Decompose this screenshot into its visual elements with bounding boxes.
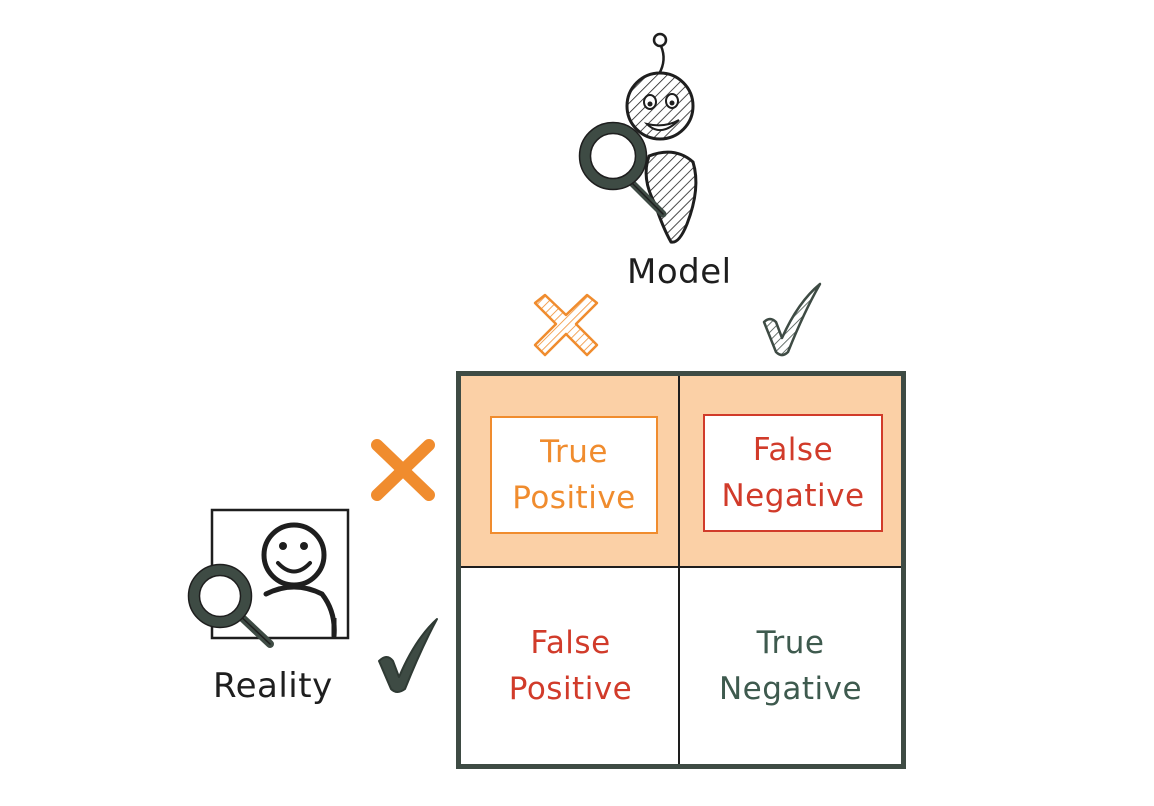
false-positive-line2: Positive [508, 670, 633, 707]
cell-false-positive: False Positive [461, 567, 680, 764]
check-icon [378, 618, 438, 693]
cross-icon [533, 293, 599, 357]
cell-true-positive: True Positive [461, 376, 680, 567]
false-negative-line1: False [752, 432, 834, 468]
model-axis-label: Model [627, 252, 732, 292]
false-positive-line1: False [530, 624, 611, 661]
check-icon [762, 282, 822, 357]
true-positive-line2: Positive [512, 480, 636, 516]
matrix-horizontal-divider [461, 566, 901, 568]
cross-icon [371, 439, 435, 501]
model-robot-icon [578, 32, 698, 244]
false-positive-label: False Positive [509, 620, 633, 712]
true-positive-box: True Positive [490, 416, 658, 534]
true-negative-line2: Negative [718, 670, 863, 707]
true-positive-label: True Positive [512, 429, 636, 521]
confusion-matrix: True Positive False Negative False Posit… [456, 371, 906, 769]
reality-axis-label: Reality [213, 666, 333, 706]
cell-false-negative: False Negative [680, 376, 901, 567]
true-positive-line1: True [540, 434, 608, 470]
cell-true-negative: True Negative [680, 567, 901, 764]
false-negative-box: False Negative [703, 414, 883, 532]
false-negative-line2: Negative [721, 478, 865, 514]
true-negative-label: True Negative [719, 620, 862, 712]
reality-person-icon [187, 508, 350, 648]
false-negative-label: False Negative [721, 427, 864, 519]
true-negative-line1: True [756, 624, 825, 661]
matrix-vertical-divider [678, 376, 680, 764]
